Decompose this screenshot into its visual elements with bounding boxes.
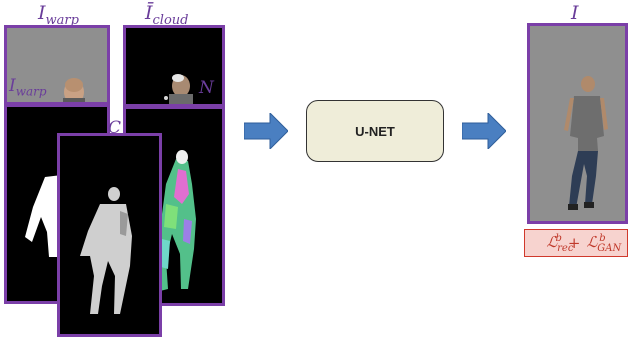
head-thumbnail-icon	[63, 78, 85, 102]
output-image-label: I	[571, 2, 579, 24]
unet-block: U-NET	[306, 100, 444, 162]
output-image-panel	[527, 23, 628, 224]
unet-label: U-NET	[355, 123, 395, 139]
loss-plus: +	[567, 234, 581, 252]
arrow-right-icon	[244, 113, 288, 149]
i-warp-label: Iwarp	[38, 2, 79, 28]
loss-rec: ℒrecb	[546, 232, 574, 254]
head-cloud-icon	[164, 74, 193, 104]
cloud-image-panel	[123, 25, 225, 107]
loss-gan: ℒGANb	[586, 232, 622, 254]
mask-panel-front	[57, 133, 162, 337]
normal-map-figure-icon	[158, 150, 196, 291]
arrow-right-icon	[462, 113, 506, 149]
person-figure-icon	[564, 76, 608, 210]
loss-formula-box: ℒrecb + ℒGANb	[524, 229, 628, 257]
warp-image-panel	[4, 25, 110, 105]
i-warp-inner-label: Iwarp	[9, 76, 47, 99]
i-cloud-label: Īcloud	[145, 2, 189, 28]
white-silhouette-icon	[25, 175, 65, 257]
n-label: N	[199, 78, 214, 98]
gray-silhouette-icon	[80, 187, 132, 314]
